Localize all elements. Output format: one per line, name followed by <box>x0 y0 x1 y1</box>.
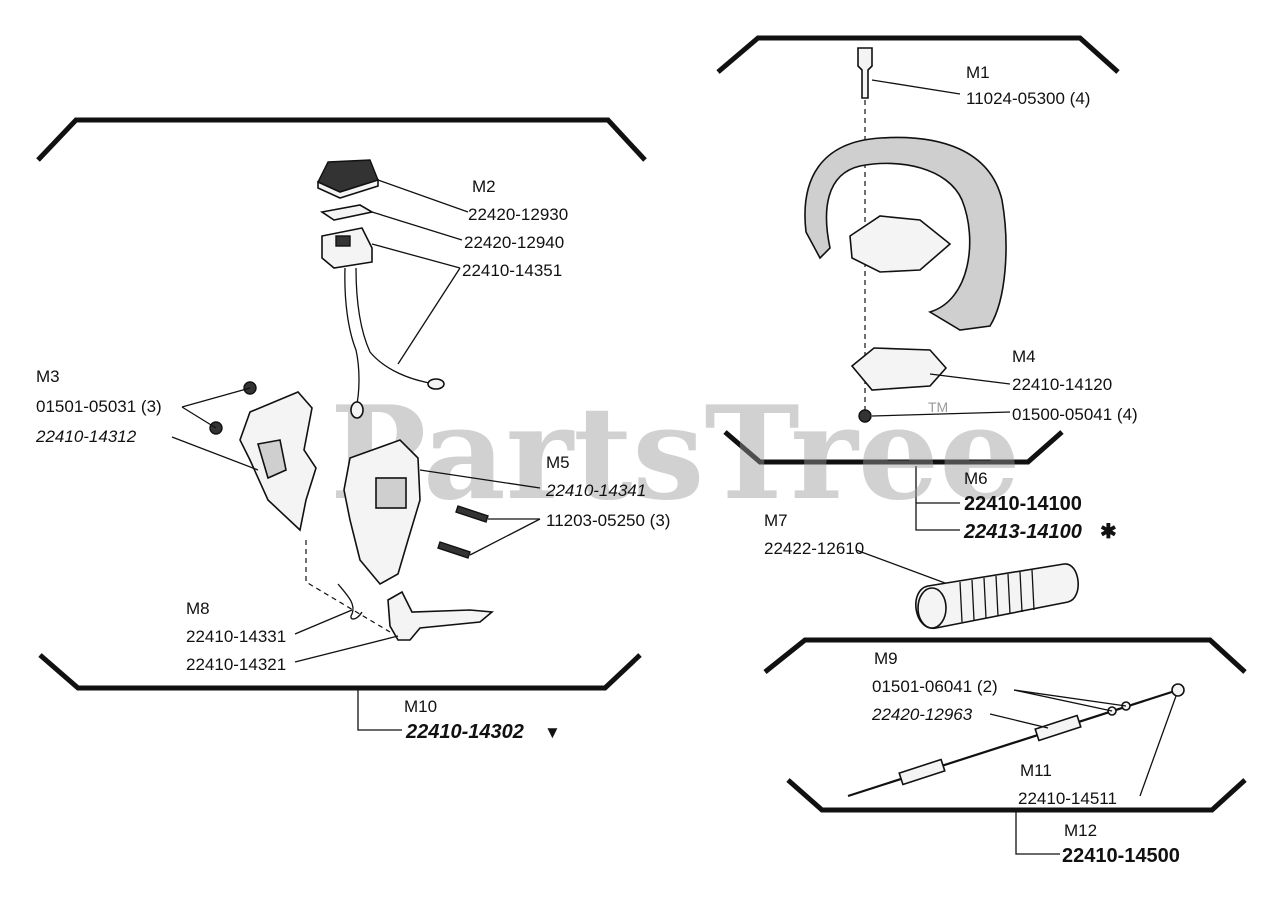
m6-ref: M6 <box>964 469 988 488</box>
frame-left-assembly <box>36 117 647 691</box>
bolt-icon <box>857 47 873 99</box>
m2-part-b: 22420-12940 <box>464 233 564 252</box>
m10-ref: M10 <box>404 697 437 716</box>
m2-part-c: 22410-14351 <box>462 261 562 280</box>
m2-part-a: 22420-12930 <box>468 205 568 224</box>
part-labels: M2 22420-12930 22420-12940 22410-14351 M… <box>35 63 1180 867</box>
m10-triangle-marker: ▼ <box>544 723 561 742</box>
throttle-lever-icon <box>387 590 494 641</box>
switch-gasket-icon <box>319 204 375 221</box>
m10-bracket <box>357 690 402 731</box>
cable-adjuster-icon <box>1034 714 1082 742</box>
ground-terminal-icon <box>350 401 364 419</box>
m9-ref: M9 <box>874 649 898 668</box>
frame-handle-assembly <box>716 35 1120 465</box>
watermark: PartsTree TM <box>330 379 1021 529</box>
m3-part-b: 22410-14312 <box>35 427 137 446</box>
handle-assembly-drawing <box>804 47 1007 423</box>
m4-part-a: 22410-14120 <box>1012 375 1112 394</box>
m4-part-b: 01500-05041 (4) <box>1012 405 1138 424</box>
leader-lines <box>171 79 1177 797</box>
screw-icon <box>437 541 471 559</box>
m1-ref: M1 <box>966 63 990 82</box>
m5-ref: M5 <box>546 453 570 472</box>
m11-ref: M11 <box>1020 761 1052 780</box>
m11-part: 22410-14511 <box>1018 789 1117 808</box>
m5-part-b: 11203-05250 (3) <box>546 511 670 530</box>
watermark-text: PartsTree <box>330 379 1021 529</box>
cable-end-icon <box>1171 683 1185 697</box>
loop-handle-icon <box>804 136 1007 331</box>
m7-ref: M7 <box>764 511 788 530</box>
nut-icon <box>858 409 872 423</box>
m12-ref: M12 <box>1064 821 1097 840</box>
m4-ref: M4 <box>1012 347 1036 366</box>
cable-adjuster-icon <box>898 758 946 786</box>
switch-body-icon <box>321 227 373 269</box>
m6-bracket <box>915 466 960 531</box>
m9-part-b: 22420-12963 <box>871 705 973 724</box>
m6-part-b: 22413-14100 <box>963 521 1082 543</box>
switch-assembly-drawing <box>209 159 494 641</box>
handle-clamp-icon <box>850 347 948 391</box>
m3-part-a: 01501-05031 (3) <box>36 397 162 416</box>
m12-part: 22410-14500 <box>1062 845 1180 867</box>
frame-cable-assembly <box>763 637 1247 813</box>
m5-part-a: 22410-14341 <box>545 481 646 500</box>
m8-part-b: 22410-14321 <box>186 655 286 674</box>
m3-ref: M3 <box>36 367 60 386</box>
screw-icon <box>455 505 489 523</box>
m7-part: 22422-12610 <box>764 539 864 558</box>
right-housing-half-icon <box>343 439 421 586</box>
m10-part: 22410-14302 <box>405 721 524 743</box>
grip-drawing <box>915 563 1079 629</box>
m8-ref: M8 <box>186 599 210 618</box>
m8-part-a: 22410-14331 <box>186 627 286 646</box>
throttle-cable-drawing <box>847 683 1185 798</box>
watermark-trademark: TM <box>928 399 948 415</box>
m2-ref: M2 <box>472 177 496 196</box>
m1-part: 11024-05300 (4) <box>966 89 1090 108</box>
m6-part-a: 22410-14100 <box>964 493 1082 515</box>
m12-bracket <box>1015 812 1060 855</box>
wire-terminal-icon <box>427 378 445 390</box>
m9-part-a: 01501-06041 (2) <box>872 677 998 696</box>
spring-icon <box>337 583 363 620</box>
m6-asterisk-marker: ✱ <box>1100 521 1117 543</box>
